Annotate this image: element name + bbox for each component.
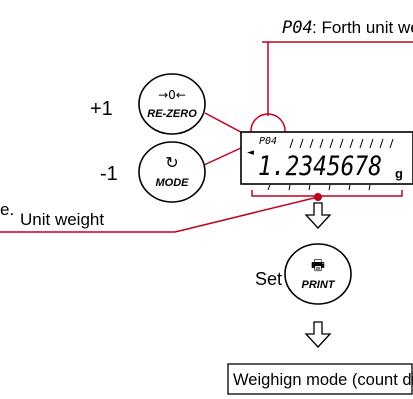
rezero-button-label: RE-ZERO [147, 108, 197, 120]
mode-button[interactable]: ↻ MODE [138, 141, 206, 203]
lcd-blink-marks [267, 138, 394, 191]
rezero-symbol-icon: →0← [158, 88, 186, 102]
rezero-button[interactable]: →0← RE-ZERO [138, 73, 206, 135]
callout-top-text: : Forth unit weight [312, 18, 413, 37]
display-bracket [251, 190, 403, 197]
result-box-text: Weighign mode (count display) [233, 371, 413, 389]
minus-one-label: -1 [100, 163, 118, 185]
lcd-indicator-icon: ◄ [247, 148, 254, 158]
printer-icon: 🖶 [311, 256, 325, 274]
plus-one-label: +1 [90, 98, 113, 120]
set-label: Set [255, 269, 282, 289]
print-button[interactable]: 🖶 PRINT [284, 243, 352, 305]
print-button-label: PRINT [302, 279, 336, 291]
down-arrow-1-icon [304, 202, 332, 229]
unit-weight-label: Unit weight [20, 210, 104, 229]
lcd-frame [240, 131, 413, 185]
lcd-small-code: P04 [259, 136, 277, 147]
lcd-display: ◄ P04 1.2345678 g [240, 131, 413, 191]
partial-left-text: e. [0, 200, 14, 219]
callout-top-code: P04 [282, 18, 313, 38]
lcd-digits: 1.2345678 [258, 151, 382, 182]
lcd-unit: g [395, 166, 403, 181]
unit-weight-leader [174, 196, 319, 233]
result-box [227, 363, 413, 395]
down-arrow-2-icon [304, 321, 332, 348]
mode-button-label: MODE [156, 177, 190, 189]
mode-cycle-icon: ↻ [165, 153, 178, 172]
